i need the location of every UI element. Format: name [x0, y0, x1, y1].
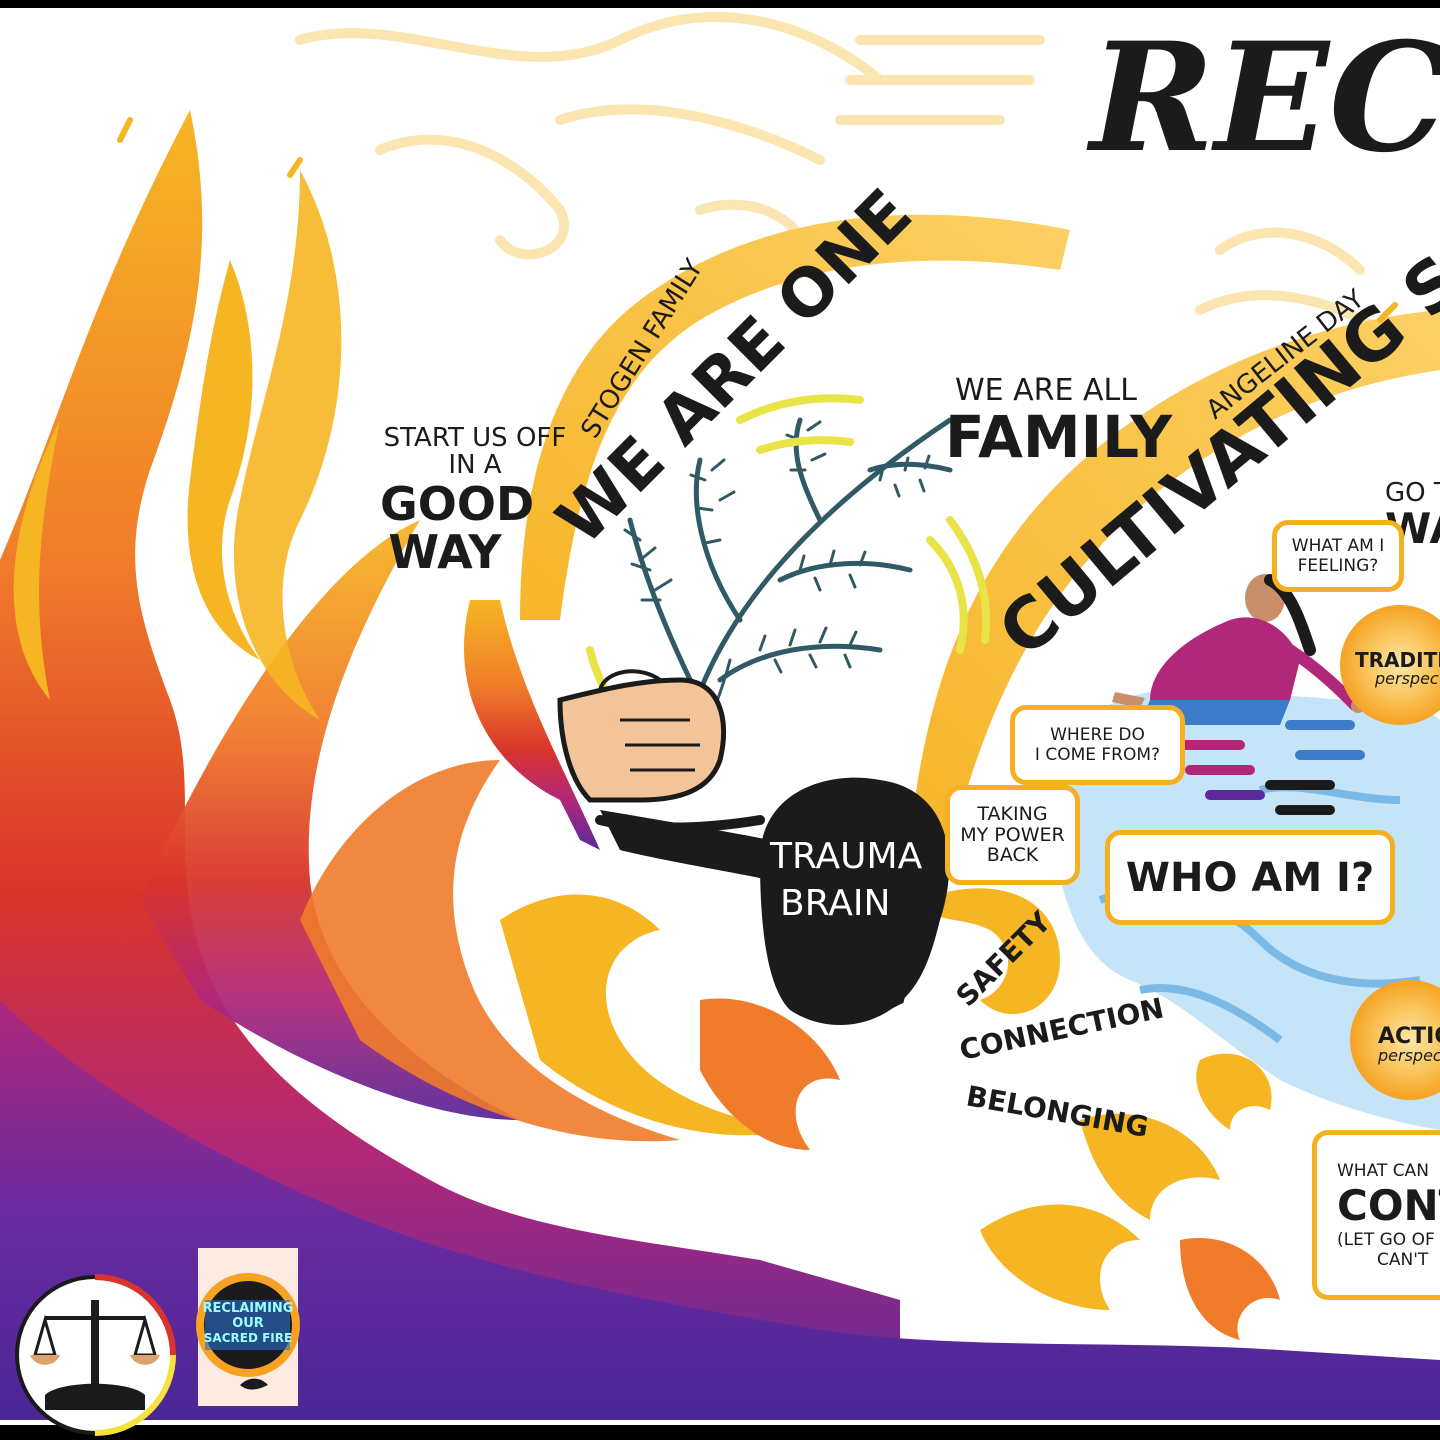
start-line1: START US OFF: [383, 423, 567, 453]
come-line1: WHERE DO: [1050, 725, 1145, 745]
sun-action: [1350, 980, 1440, 1100]
action-sub: perspec: [1378, 1046, 1440, 1065]
fire-logo-line1: RECLAIMING: [203, 1301, 294, 1316]
good-way: GOOD WAY: [380, 477, 535, 580]
bubble-feeling: WHAT AM I FEELING?: [1272, 520, 1404, 592]
power-line1: TAKING: [977, 802, 1048, 825]
come-line2: I COME FROM?: [1034, 745, 1161, 765]
power-line3: BACK: [986, 844, 1039, 867]
bubble-control: WHAT CAN CONTR (LET GO OF W CAN'T: [1312, 1130, 1440, 1300]
tick-marks: [117, 117, 1398, 323]
family-line2: FAMILY: [945, 402, 1173, 471]
belonging-group: BELONGING: [964, 1079, 1151, 1144]
control-line4: CAN'T: [1377, 1249, 1429, 1270]
bottom-border: [0, 1425, 1440, 1440]
background-swirls: [295, 12, 1385, 335]
family-line1: WE ARE ALL: [955, 373, 1137, 408]
action-title: ACTIO: [1378, 1025, 1440, 1049]
control-line3: (LET GO OF W: [1337, 1229, 1440, 1250]
family-phrase: WE ARE ALL FAMILY: [945, 373, 1173, 471]
need-belonging: BELONGING: [964, 1079, 1151, 1144]
start-line2: IN A: [448, 450, 502, 481]
sun-action-label: ACTIO perspec: [1378, 1025, 1440, 1065]
traditional-sub: perspecti: [1375, 669, 1440, 688]
start-line4: WAY: [388, 525, 502, 580]
control-line2: CONTR: [1337, 1180, 1440, 1230]
trauma-line2: BRAIN: [780, 883, 890, 924]
bubble-come-from: WHERE DO I COME FROM?: [1010, 705, 1185, 785]
title: RECL: [1086, 10, 1440, 186]
bubble-who-am-i: WHO AM I?: [1105, 830, 1395, 925]
motion-lines: [586, 394, 991, 744]
start-phrase: START US OFF IN A: [380, 423, 570, 481]
control-line1: WHAT CAN: [1337, 1160, 1429, 1181]
woman-figure: [1112, 574, 1365, 725]
fire-logo-line2: OUR: [232, 1316, 264, 1331]
sun-traditional: [1340, 605, 1440, 725]
power-line2: MY POWER: [960, 823, 1065, 846]
fire-logo-line3: SACRED FIRE: [204, 1331, 292, 1345]
trauma-line1: TRAUMA: [769, 836, 923, 877]
goto-line1: GO TO: [1385, 480, 1440, 508]
feeling-line1: WHAT AM I: [1291, 536, 1385, 556]
left-flames: [0, 110, 1440, 1420]
bubble-power: TAKING MY POWER BACK: [945, 785, 1080, 885]
hand: [464, 600, 765, 850]
traditional-title: TRADITION: [1355, 650, 1440, 672]
sun-traditional-label: TRADITION perspecti: [1355, 650, 1440, 688]
feeling-line2: FEELING?: [1297, 556, 1379, 576]
justice-logo: [15, 1274, 176, 1436]
trauma-head: [600, 777, 950, 1025]
cedar-branch: [623, 417, 953, 782]
who-text: WHO AM I?: [1125, 854, 1375, 901]
start-line3: GOOD: [380, 477, 535, 531]
top-border: [0, 0, 1440, 8]
sacred-fire-logo: RECLAIMING OUR SACRED FIRE: [196, 1248, 300, 1406]
